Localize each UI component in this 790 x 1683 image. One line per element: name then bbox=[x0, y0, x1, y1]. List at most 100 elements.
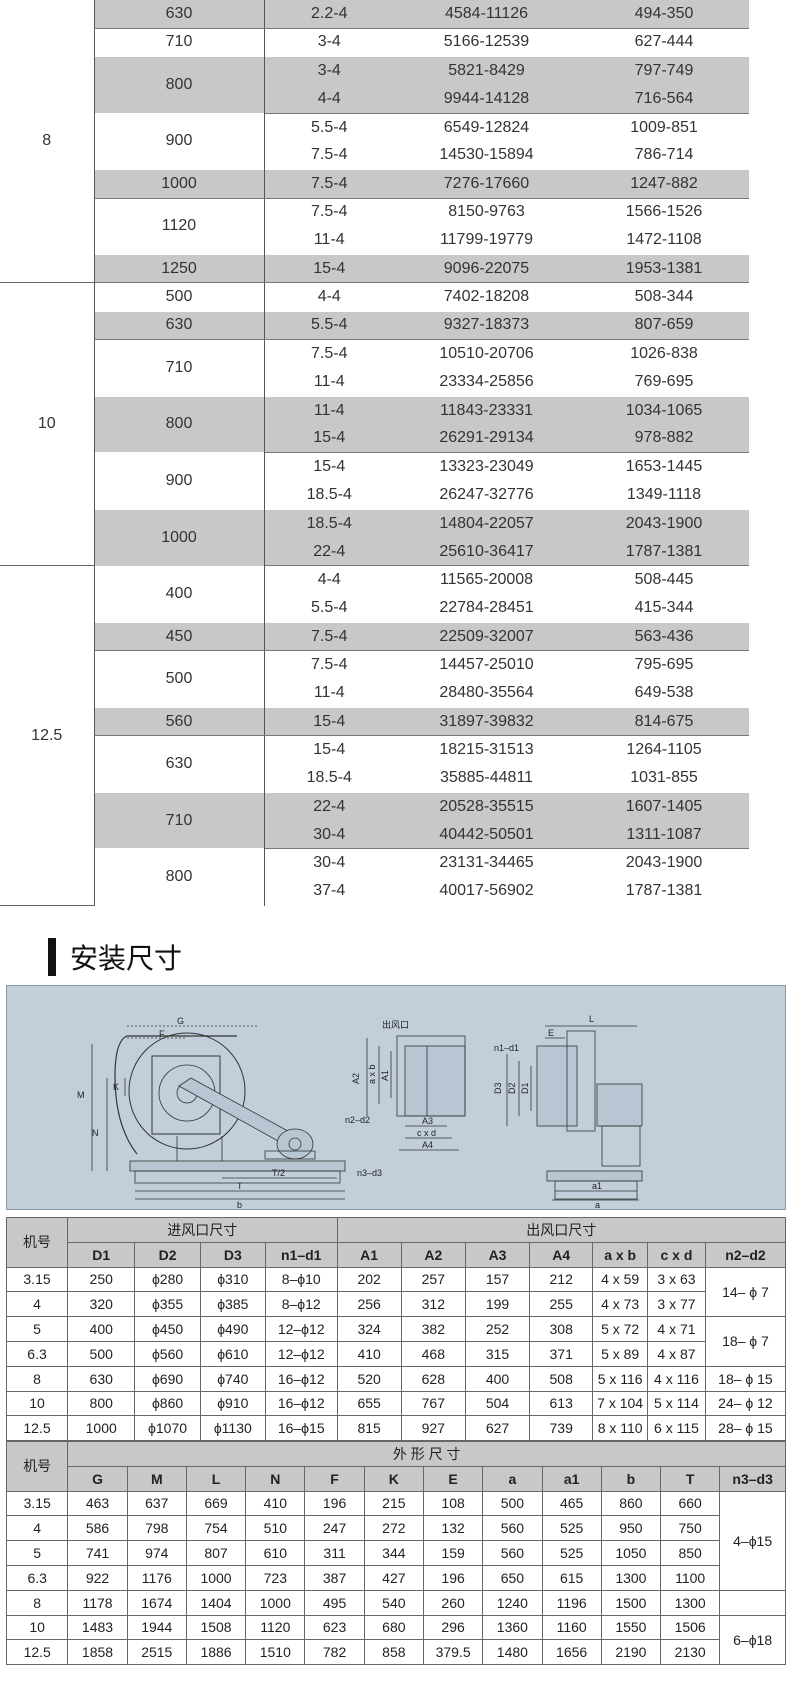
section-title: 安装尺寸 bbox=[70, 942, 183, 975]
dim-value-cell: 767 bbox=[400, 1390, 466, 1417]
pressure-cell: 1787-1381 bbox=[625, 882, 703, 900]
label-n1d1: n1–d1 bbox=[494, 1043, 519, 1053]
dim-value-cell: 623 bbox=[304, 1614, 365, 1641]
dim-value-cell: ϕ310 bbox=[199, 1266, 266, 1293]
dim-value-cell: 850 bbox=[660, 1540, 721, 1566]
installation-diagram: G F M K N T/2 T b n3–d3 出风口 bbox=[6, 985, 786, 1210]
motor-power-cell: 2.2-4 bbox=[264, 0, 394, 29]
spacer-cell bbox=[749, 481, 790, 509]
dim-value-cell: 16–ϕ12 bbox=[264, 1365, 338, 1392]
base-rail bbox=[134, 1170, 341, 1184]
dim-value-cell: 586 bbox=[67, 1515, 128, 1542]
connecting-arm bbox=[178, 1077, 298, 1147]
n3d3-cell: 4–ϕ15 bbox=[719, 1490, 786, 1591]
dim-value-cell: 1858 bbox=[67, 1639, 128, 1666]
column-header: D2 bbox=[134, 1241, 201, 1268]
pressure-cell: 1953-1381 bbox=[579, 254, 749, 284]
dim-value-cell: 807 bbox=[185, 1540, 247, 1566]
airflow-cell: 9327-18373 bbox=[394, 310, 579, 341]
pressure-cell: 508-344 bbox=[634, 288, 694, 306]
spacer-cell bbox=[749, 566, 790, 594]
volute-casing bbox=[114, 1035, 237, 1155]
column-header: E bbox=[422, 1465, 484, 1492]
dim-value-cell: 159 bbox=[422, 1540, 484, 1566]
n2d2-cell: 24– ϕ 12 bbox=[704, 1390, 787, 1417]
dim-value-cell: 1160 bbox=[541, 1614, 602, 1641]
machine-cell: 10 bbox=[5, 1614, 69, 1641]
dim-value-cell: 371 bbox=[529, 1340, 594, 1367]
airflow-cell: 40442-50501 bbox=[394, 820, 579, 850]
pressure-cell: 1607-1405 bbox=[579, 791, 749, 821]
dim-value-cell: 256 bbox=[336, 1291, 402, 1318]
dim-value-cell: 312 bbox=[400, 1291, 466, 1318]
airflow-cell: 14457-25010 bbox=[394, 650, 579, 680]
dim-value-cell: 296 bbox=[422, 1614, 484, 1641]
airflow-cell: 14530-15894 bbox=[439, 146, 534, 164]
pressure-cell: 786-714 bbox=[634, 146, 694, 164]
pressure-cell: 716-564 bbox=[579, 84, 749, 114]
motor-power-cell: 5.5-4 bbox=[311, 599, 348, 617]
pressure-cell: 494-350 bbox=[579, 0, 749, 29]
dim-value-cell: 196 bbox=[422, 1564, 484, 1591]
dim-value-cell: ϕ560 bbox=[134, 1340, 201, 1367]
dim-value-cell: 1483 bbox=[67, 1614, 128, 1641]
machine-cell: 3.15 bbox=[5, 1490, 69, 1517]
machine-cell: 8 bbox=[5, 1589, 69, 1616]
dim-value-cell: 1550 bbox=[600, 1614, 662, 1641]
dim-value-cell: 196 bbox=[304, 1490, 365, 1517]
dim-value-cell: ϕ355 bbox=[134, 1291, 201, 1318]
dim-value-cell: 754 bbox=[185, 1515, 247, 1542]
dim-value-cell: 400 bbox=[464, 1365, 531, 1392]
pressure-cell: 627-444 bbox=[579, 27, 749, 57]
pressure-cell: 508-445 bbox=[634, 571, 694, 589]
spacer-cell bbox=[749, 821, 790, 849]
airflow-cell: 20528-35515 bbox=[394, 791, 579, 821]
dim-value-cell: 5 x 116 bbox=[592, 1365, 649, 1392]
impeller-size-cell: 800 bbox=[93, 395, 265, 453]
dim-value-cell: 723 bbox=[245, 1564, 306, 1591]
label-d2: D2 bbox=[507, 1082, 517, 1094]
airflow-cell: 6549-12824 bbox=[394, 112, 579, 142]
airflow-cell: 5821-8429 bbox=[394, 56, 579, 85]
dim-value-cell: ϕ860 bbox=[134, 1390, 201, 1417]
airflow-cell: 31897-39832 bbox=[394, 706, 579, 737]
dim-value-cell: 6 x 115 bbox=[647, 1415, 706, 1442]
impeller-size-cell: 1000 bbox=[93, 169, 265, 199]
spacer-cell bbox=[749, 368, 790, 396]
label-l: L bbox=[589, 1014, 594, 1024]
outlet-duct bbox=[404, 1045, 466, 1117]
front-base bbox=[546, 1170, 643, 1182]
spacer-cell bbox=[749, 849, 790, 877]
spacer-cell bbox=[749, 877, 790, 905]
front-view: L E n1–d1 D3 D2 D1 a1 a bbox=[493, 1014, 643, 1210]
dim-value-cell: 3 x 63 bbox=[647, 1266, 706, 1293]
inlet-header: 进风口尺寸 bbox=[67, 1217, 338, 1243]
dim-value-cell: 8 x 110 bbox=[592, 1415, 649, 1442]
machine-cell: 3.15 bbox=[5, 1266, 69, 1293]
outlet-header: 出风口尺寸 bbox=[336, 1217, 787, 1243]
column-header: n3–d3 bbox=[719, 1465, 786, 1492]
dim-value-cell: 400 bbox=[67, 1316, 136, 1342]
column-header: L bbox=[185, 1465, 247, 1492]
column-header: A4 bbox=[529, 1241, 594, 1268]
spacer-cell bbox=[749, 198, 790, 226]
dim-value-cell: 12–ϕ12 bbox=[264, 1316, 338, 1342]
pressure-cell: 2043-1900 bbox=[579, 508, 749, 538]
dim-value-cell: 5 x 72 bbox=[592, 1316, 649, 1342]
dim-value-cell: 560 bbox=[482, 1515, 543, 1542]
machine-cell: 4 bbox=[5, 1515, 69, 1542]
